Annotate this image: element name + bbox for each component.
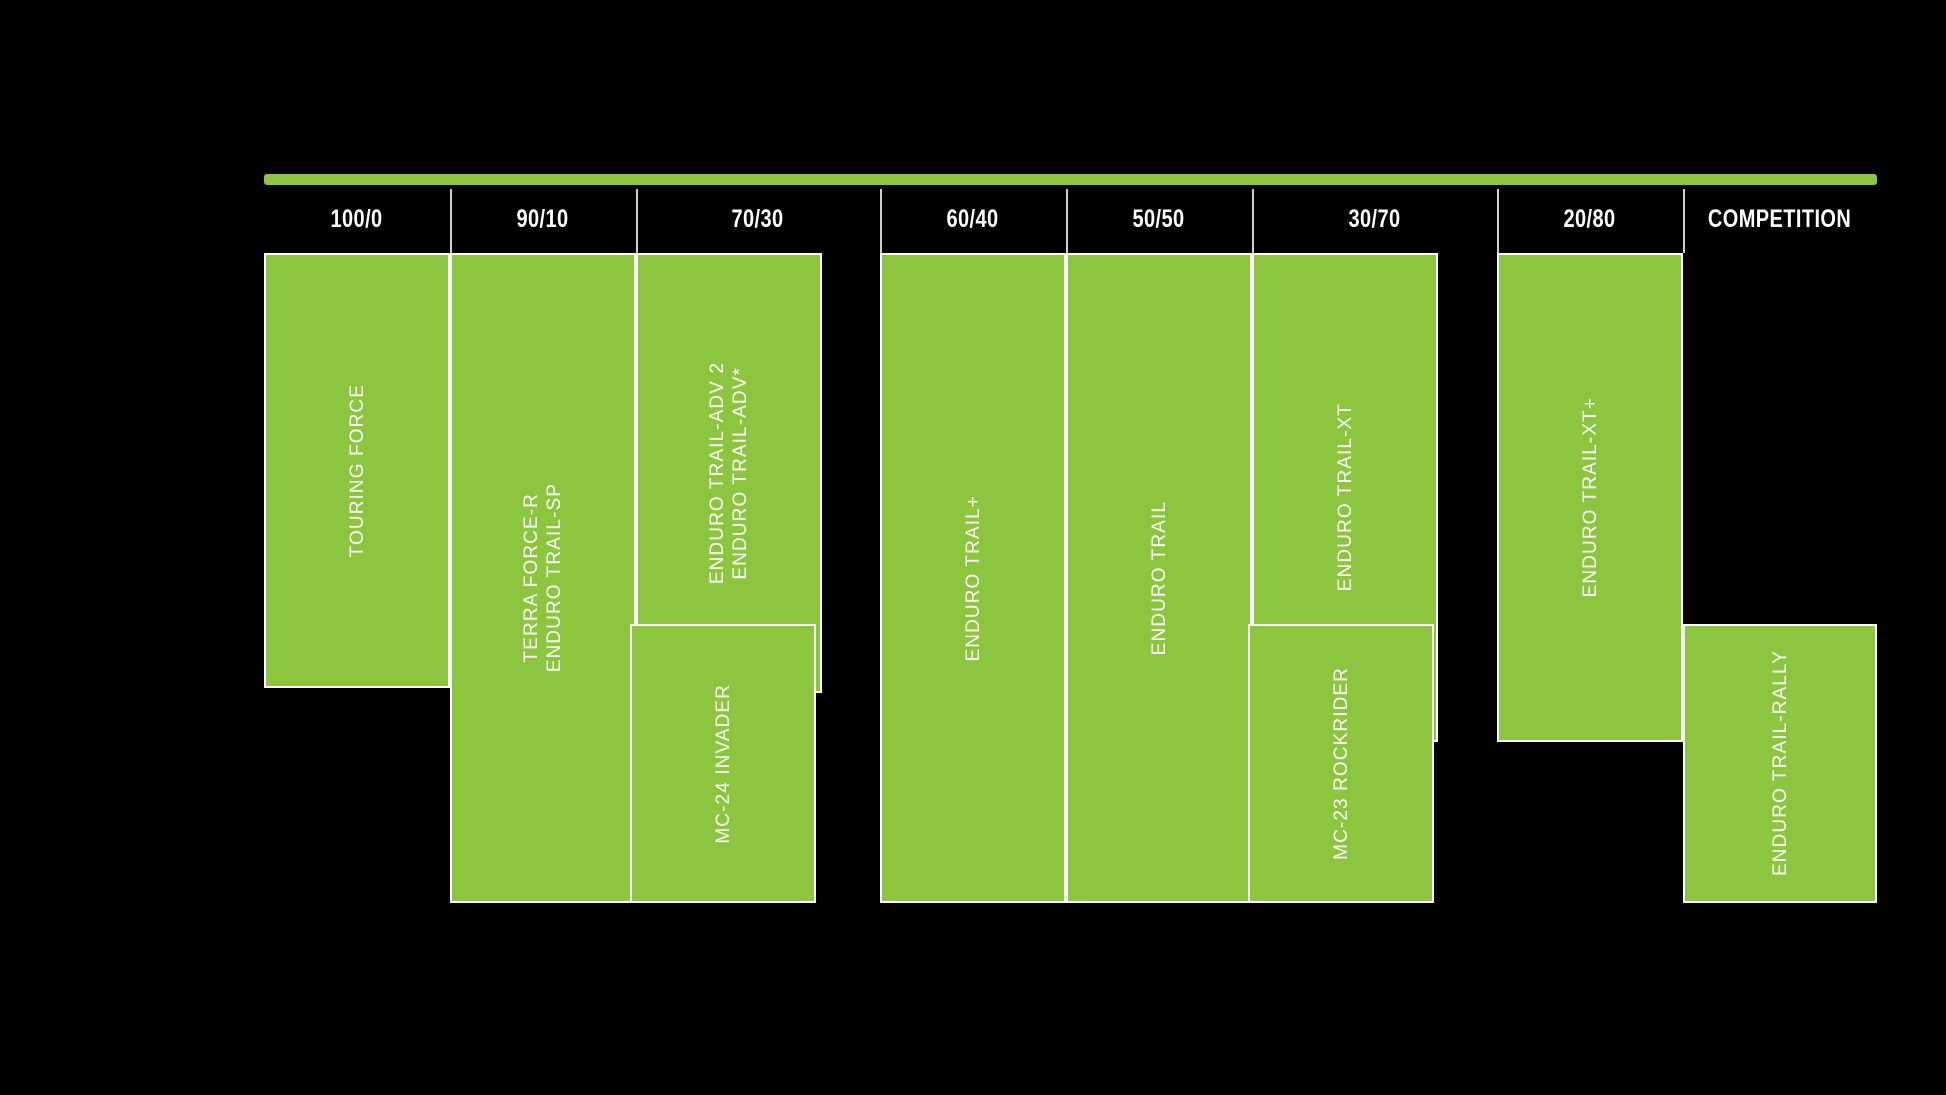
column-header-label: 60/40 [946, 204, 1000, 233]
bar-label-group: TOURING FORCE [266, 255, 448, 686]
column-header-50-50[interactable]: 50/50 [1066, 185, 1252, 253]
bar-mc-23-rockrider[interactable]: MC-23 ROCKRIDER [1248, 624, 1434, 903]
bar-label: ENDURO TRAIL-XT+ [1579, 397, 1601, 598]
bar-enduro-trail-rally[interactable]: ENDURO TRAIL-RALLY [1683, 624, 1877, 903]
column-header-label: 100/0 [330, 204, 384, 233]
bar-label-group: ENDURO TRAIL [1068, 255, 1250, 901]
bar-label-group: ENDURO TRAIL-RALLY [1685, 626, 1875, 901]
column-header-100-0[interactable]: 100/0 [264, 185, 450, 253]
bar-label: MC-24 INVADER [712, 683, 734, 844]
column-header-competition[interactable]: COMPETITION [1683, 185, 1877, 253]
bar-label-group: ENDURO TRAIL+ [882, 255, 1064, 901]
bar-label: ENDURO TRAIL-XT [1334, 403, 1356, 592]
column-header-20-80[interactable]: 20/80 [1497, 185, 1683, 253]
bar-label: ENDURO TRAIL-ADV 2 [707, 361, 728, 585]
bar-enduro-trail[interactable]: ENDURO TRAIL [1066, 253, 1252, 903]
bar-label-group: MC-23 ROCKRIDER [1250, 626, 1432, 901]
column-header-30-70[interactable]: 30/70 [1252, 185, 1497, 253]
bar-label: MC-23 ROCKRIDER [1330, 667, 1352, 860]
column-header-label: COMPETITION [1708, 204, 1852, 233]
column-header-60-40[interactable]: 60/40 [880, 185, 1066, 253]
bar-mc-24-invader[interactable]: MC-24 INVADER [630, 624, 816, 903]
bar-enduro-trail-xt-plus[interactable]: ENDURO TRAIL-XT+ [1497, 253, 1683, 742]
column-header-label: 50/50 [1132, 204, 1186, 233]
bar-enduro-trail-plus[interactable]: ENDURO TRAIL+ [880, 253, 1066, 903]
column-header-70-30[interactable]: 70/30 [636, 185, 880, 253]
top-accent-rule [264, 174, 1877, 185]
bar-label: TOURING FORCE [346, 383, 368, 558]
bar-label-group: ENDURO TRAIL-XT+ [1499, 255, 1681, 740]
bar-label: TERRA FORCE-R [521, 493, 542, 663]
column-header-label: 90/10 [516, 204, 570, 233]
bar-label: ENDURO TRAIL-SP [544, 483, 565, 673]
bar-label: ENDURO TRAIL-ADV* [730, 366, 751, 580]
column-header-label: 30/70 [1348, 204, 1401, 233]
bar-label: ENDURO TRAIL [1148, 500, 1170, 656]
bar-label: ENDURO TRAIL-RALLY [1769, 650, 1791, 877]
column-header-label: 70/30 [731, 204, 785, 233]
column-header-90-10[interactable]: 90/10 [450, 185, 636, 253]
bar-label: ENDURO TRAIL+ [962, 494, 984, 662]
column-header-band: 100/0 90/10 70/30 60/40 50/50 30/70 20/80 COMPE… [264, 185, 1877, 253]
bar-touring-force[interactable]: TOURING FORCE [264, 253, 450, 688]
column-header-label: 20/80 [1563, 204, 1617, 233]
bar-label-group: MC-24 INVADER [632, 626, 814, 901]
